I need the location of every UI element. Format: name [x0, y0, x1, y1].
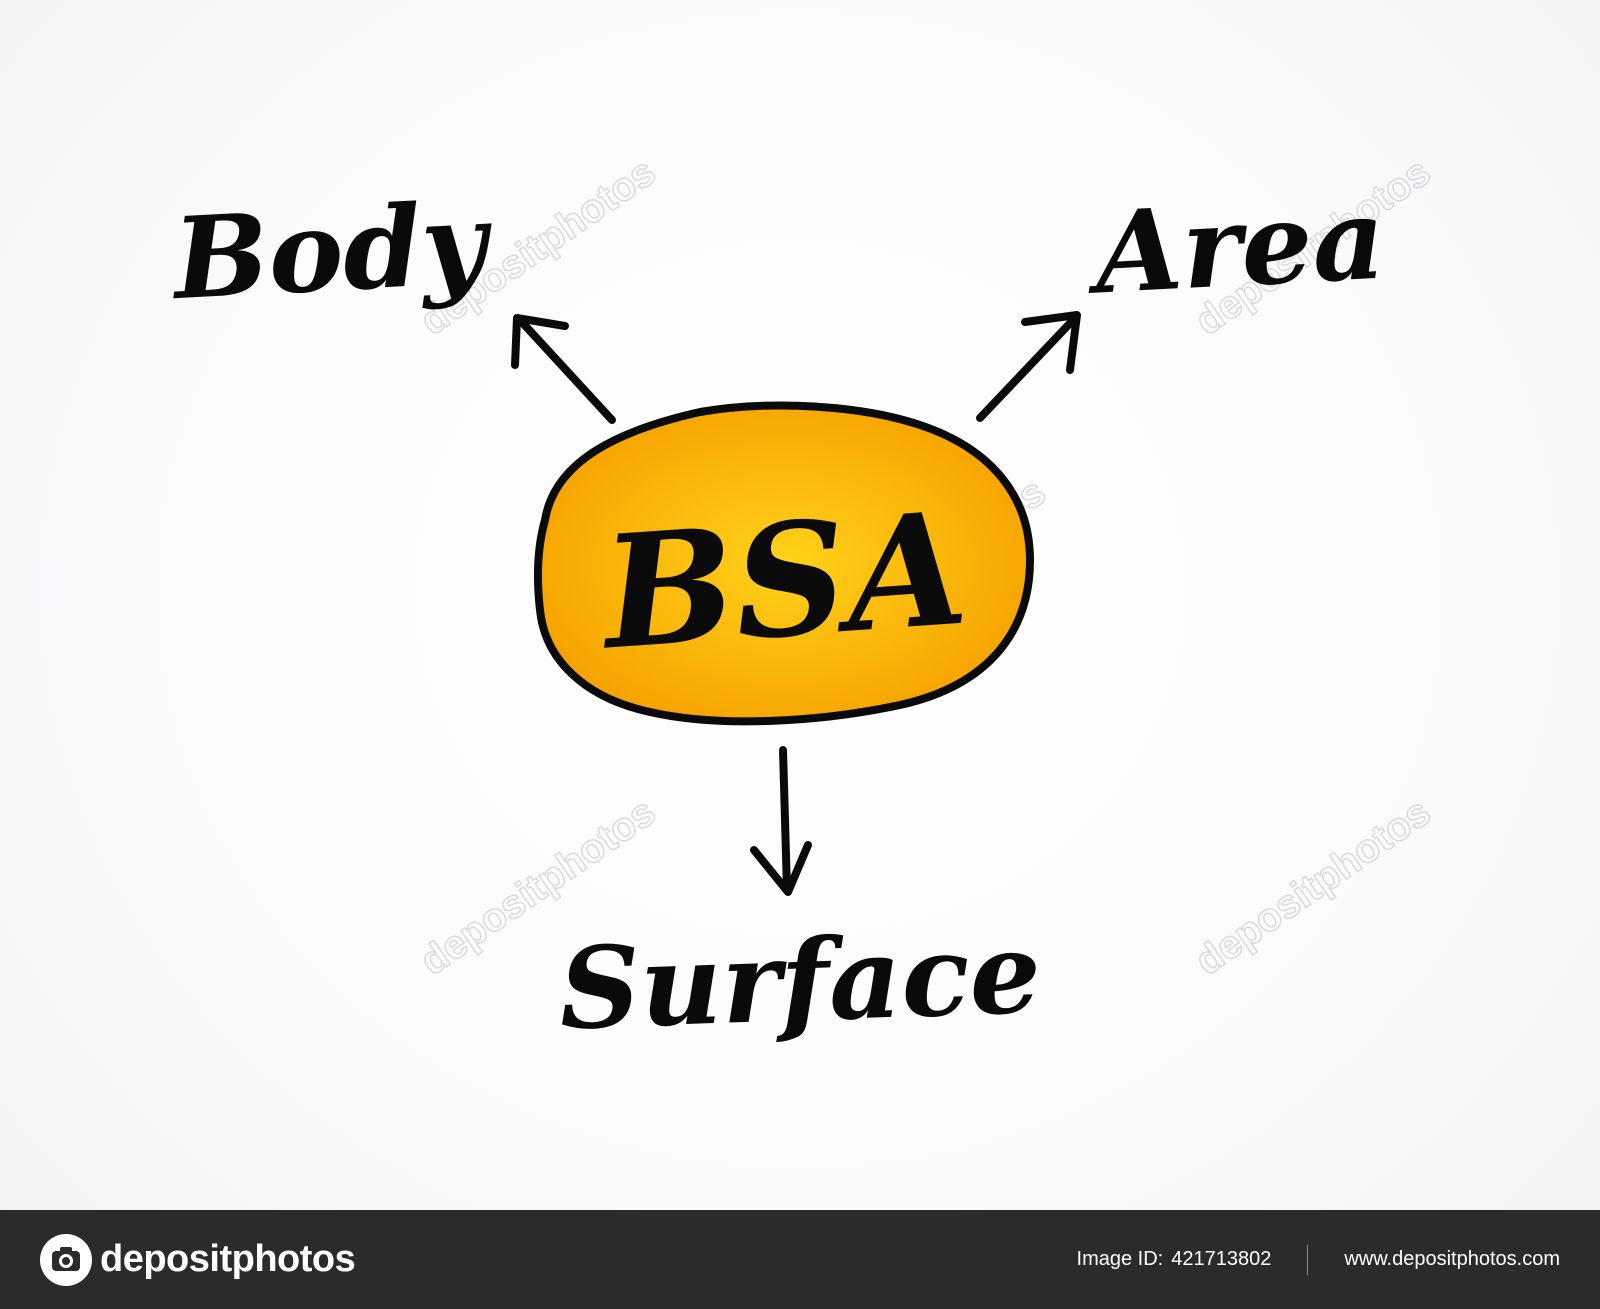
- label-area: Area: [1083, 174, 1388, 320]
- image-id-value: 421713802: [1171, 1248, 1272, 1270]
- label-surface: Surface: [557, 908, 1043, 1056]
- arrow-to-surface: [750, 746, 812, 896]
- site-url: www.depositphotos.com: [1344, 1248, 1560, 1270]
- center-label: BSA: [593, 477, 972, 685]
- stock-footer: depositphotos Image ID: 421713802 www.de…: [0, 1210, 1600, 1309]
- footer-brand: depositphotos: [40, 1233, 356, 1286]
- footer-divider: [1307, 1244, 1309, 1275]
- footer-meta: Image ID: 421713802 www.depositphotos.co…: [1076, 1244, 1560, 1275]
- image-id-label: Image ID:: [1076, 1248, 1164, 1270]
- watermark-text: depositphotos: [1187, 790, 1438, 984]
- diagram-canvas: depositphotos depositphotos depositphoto…: [167, 149, 1439, 1056]
- brand-name: depositphotos: [100, 1238, 356, 1280]
- arrow-to-body: [511, 314, 616, 424]
- arrow-to-area: [976, 311, 1081, 422]
- bsa-ellipse: [533, 401, 1034, 726]
- label-body: Body: [167, 178, 496, 326]
- camera-icon: [40, 1233, 92, 1286]
